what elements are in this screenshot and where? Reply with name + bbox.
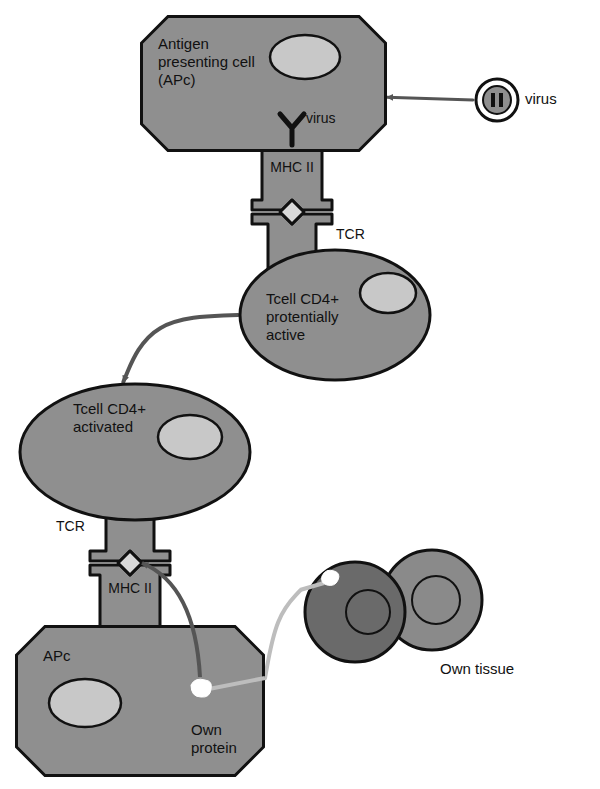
receptor-label: TCR [336,226,365,243]
cell-label: Tcell CD4+ activated [73,400,158,436]
antigen-presenting-cell: Antigen presenting cell (APc) [140,15,387,152]
cell-outline [17,627,264,776]
cell-label: virus [525,90,575,108]
protein-blob [191,679,211,697]
receptor-label: MHC II [100,580,160,597]
connector-arrow [123,315,238,382]
receptor-label: TCR [56,518,85,535]
nucleus [270,35,340,79]
cell-label: APc [43,647,103,665]
nucleus [360,273,416,313]
connector-arrow [387,97,473,100]
antigen-diamond [280,200,304,224]
cell-label: Own tissue [440,660,530,678]
virus-particle: virus [473,76,583,124]
t-cell: Tcell CD4+ activated [18,382,252,522]
cell-outline [142,17,386,151]
cell-outline [20,384,250,520]
cell-label: Antigen presenting cell (APc) [158,35,258,89]
connector-arrow [265,591,300,679]
tissue-cell [305,562,405,662]
antigen-diamond [118,551,142,575]
leader-line [209,678,265,689]
virus-genome [493,93,501,107]
t-cell: Tcell CD4+ protentially active [238,248,432,382]
antigen-presenting-cell: APcOwn protein [15,625,265,777]
virus-outline [476,79,518,121]
nucleus [158,415,222,459]
own-tissue-cells: Own tissue [300,548,534,690]
virus-core [483,86,511,114]
antibody-symbol [280,114,304,145]
tissue-nucleus [412,576,460,624]
cell-label: Tcell CD4+ protentially active [266,290,351,344]
cell-outline [240,250,430,380]
antigen-label: virus [306,110,336,127]
leader-line [300,583,324,590]
receptor-label: MHC II [262,159,322,176]
tissue-nucleus [346,590,390,634]
cell-label: Own protein [191,721,253,757]
nucleus [49,679,121,727]
protein-blob [322,570,339,585]
